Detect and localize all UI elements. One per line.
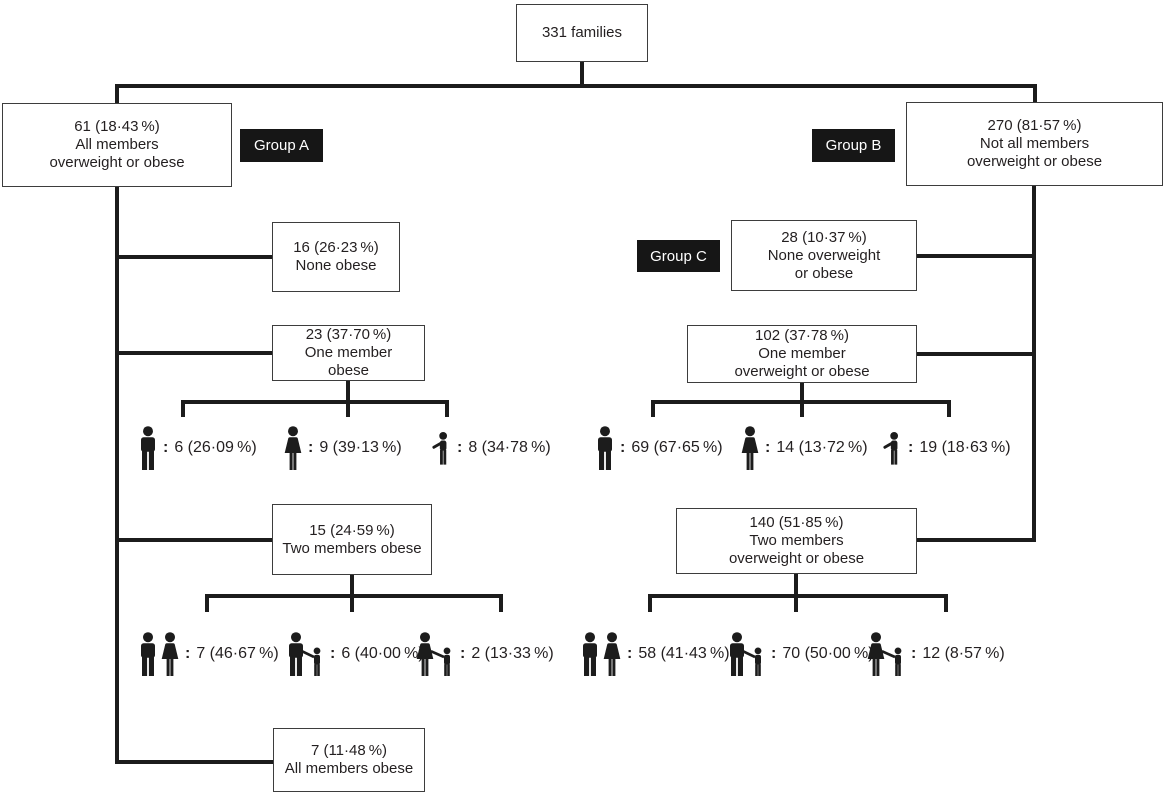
man-woman-icon xyxy=(580,632,622,676)
breakdown-item: :9 (39·13 %) xyxy=(283,424,402,472)
breakdown-value: 14 (13·72 %) xyxy=(776,439,868,456)
badge-group-b: Group B xyxy=(812,129,895,162)
node-a-two-members: 15 (24·59 %) Two members obese xyxy=(272,504,432,575)
node-a-one-member: 23 (37·70 %) One member obese xyxy=(272,325,425,381)
breakdown-value: 19 (18·63 %) xyxy=(919,439,1011,456)
breakdown-value: 2 (13·33 %) xyxy=(471,645,554,662)
connector-stub-b-none xyxy=(917,254,1032,258)
node-total-families: 331 families xyxy=(516,4,648,62)
badge-group-c: Group C xyxy=(637,240,720,272)
node-a-none-obese: 16 (26·23 %) None obese xyxy=(272,222,400,292)
bracket-b-one-h xyxy=(651,400,951,404)
breakdown-item: :19 (18·63 %) xyxy=(881,424,1011,472)
man-woman-icon xyxy=(138,632,180,676)
connector-stub-b-one xyxy=(917,352,1032,356)
bracket-a-two-left-tick xyxy=(205,594,209,612)
man-icon xyxy=(595,426,615,470)
colon-separator: : xyxy=(771,645,777,662)
connector-spine-a xyxy=(115,187,119,764)
breakdown-item: :6 (40·00 %) xyxy=(286,630,424,678)
colon-separator: : xyxy=(911,645,917,662)
connector-spine-b xyxy=(1032,186,1036,542)
woman-child-icon xyxy=(866,632,906,676)
node-b-two-members: 140 (51·85 %) Two members overweight or … xyxy=(676,508,917,574)
breakdown-item: :58 (41·43 %) xyxy=(580,630,730,678)
child-icon xyxy=(430,431,452,465)
connector-stub-b-two xyxy=(917,538,1036,542)
node-b-one-member: 102 (37·78 %) One member overweight or o… xyxy=(687,325,917,383)
colon-separator: : xyxy=(765,439,771,456)
woman-icon xyxy=(740,426,760,470)
bracket-b-one-left-tick xyxy=(651,400,655,417)
breakdown-item: :14 (13·72 %) xyxy=(740,424,868,472)
connector-stub-a-all xyxy=(115,760,275,764)
colon-separator: : xyxy=(620,439,626,456)
connector-drop-group-b xyxy=(1033,84,1037,104)
bracket-b-two-h xyxy=(648,594,948,598)
breakdown-value: 69 (67·65 %) xyxy=(631,439,723,456)
man-child-icon xyxy=(727,632,766,676)
bracket-b-two-right-tick xyxy=(944,594,948,612)
colon-separator: : xyxy=(185,645,191,662)
breakdown-item: :8 (34·78 %) xyxy=(430,424,551,472)
breakdown-value: 12 (8·57 %) xyxy=(922,645,1005,662)
breakdown-value: 6 (26·09 %) xyxy=(174,439,257,456)
colon-separator: : xyxy=(163,439,169,456)
colon-separator: : xyxy=(457,439,463,456)
node-b-none-overweight: 28 (10·37 %) None overweight or obese xyxy=(731,220,917,291)
connector-drop-a-one xyxy=(346,380,350,417)
connector-drop-b-two xyxy=(794,573,798,612)
breakdown-item: :6 (26·09 %) xyxy=(138,424,257,472)
breakdown-value: 8 (34·78 %) xyxy=(468,439,551,456)
bracket-a-one-left-tick xyxy=(181,400,185,417)
child-icon xyxy=(881,431,903,465)
connector-drop-b-one xyxy=(800,382,804,417)
bracket-a-one-h xyxy=(181,400,449,404)
bracket-a-one-right-tick xyxy=(445,400,449,417)
woman-child-icon xyxy=(415,632,455,676)
colon-separator: : xyxy=(308,439,314,456)
connector-stub-a-none xyxy=(117,255,273,259)
woman-icon xyxy=(283,426,303,470)
colon-separator: : xyxy=(627,645,633,662)
bracket-b-one-right-tick xyxy=(947,400,951,417)
breakdown-item: :70 (50·00 %) xyxy=(727,630,874,678)
breakdown-item: :7 (46·67 %) xyxy=(138,630,279,678)
breakdown-value: 58 (41·43 %) xyxy=(638,645,730,662)
connector-stub-a-two xyxy=(117,538,273,542)
breakdown-item: :12 (8·57 %) xyxy=(866,630,1005,678)
node-group-a: 61 (18·43 %) All members overweight or o… xyxy=(2,103,232,187)
breakdown-value: 7 (46·67 %) xyxy=(196,645,279,662)
node-group-b: 270 (81·57 %) Not all members overweight… xyxy=(906,102,1163,186)
connector-stub-a-one xyxy=(117,351,273,355)
man-icon xyxy=(138,426,158,470)
connector-top-horizontal xyxy=(115,84,1037,88)
bracket-a-two-h xyxy=(205,594,503,598)
colon-separator: : xyxy=(330,645,336,662)
breakdown-item: :2 (13·33 %) xyxy=(415,630,554,678)
breakdown-value: 6 (40·00 %) xyxy=(341,645,424,662)
breakdown-value: 9 (39·13 %) xyxy=(319,439,402,456)
breakdown-value: 70 (50·00 %) xyxy=(782,645,874,662)
bracket-b-two-left-tick xyxy=(648,594,652,612)
connector-drop-a-two xyxy=(350,574,354,612)
breakdown-item: :69 (67·65 %) xyxy=(595,424,723,472)
colon-separator: : xyxy=(460,645,466,662)
colon-separator: : xyxy=(908,439,914,456)
connector-drop-group-a xyxy=(115,84,119,105)
man-child-icon xyxy=(286,632,325,676)
node-a-all-obese: 7 (11·48 %) All members obese xyxy=(273,728,425,792)
bracket-a-two-right-tick xyxy=(499,594,503,612)
connector-root-stem xyxy=(580,61,584,88)
badge-group-a: Group A xyxy=(240,129,323,162)
